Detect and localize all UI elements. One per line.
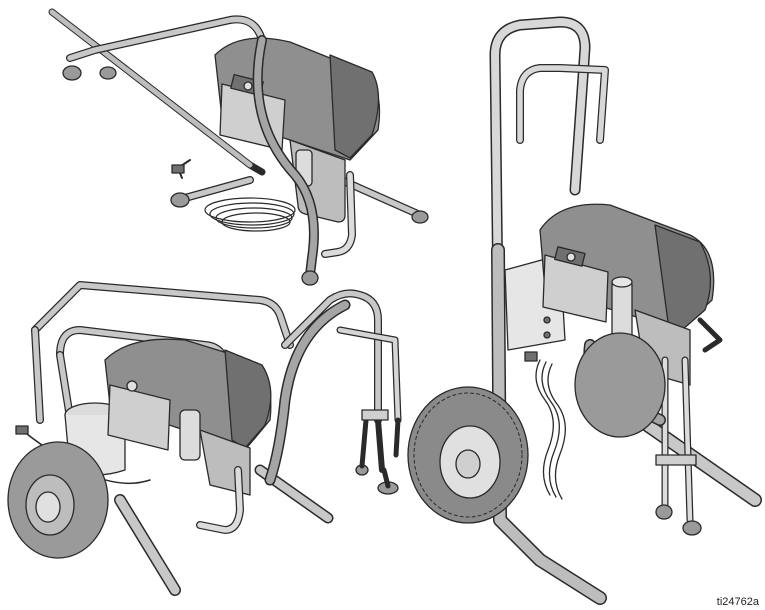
hi-boy-wheel [407, 386, 529, 524]
hi-boy-strainer [655, 504, 673, 520]
cart-filter [179, 409, 201, 461]
hi-boy-control-panel [542, 254, 609, 323]
cart-sprayer [7, 281, 402, 596]
cart-control-panel [107, 384, 171, 451]
figure-id-label: ti24762a [716, 596, 759, 608]
lo-boy-foot-left [62, 65, 82, 81]
lo-boy-power-cord [204, 197, 296, 232]
lo-boy-suction-strainer [301, 270, 319, 286]
lo-boy-sprayer [48, 8, 429, 286]
cart-wheel [7, 441, 109, 559]
hi-boy-filter [611, 279, 633, 341]
lo-boy-foot-top [99, 66, 117, 80]
hi-boy-power-cord [535, 359, 566, 500]
hi-boy-rear-wheel [574, 332, 666, 438]
hi-boy-sprayer [407, 16, 762, 605]
